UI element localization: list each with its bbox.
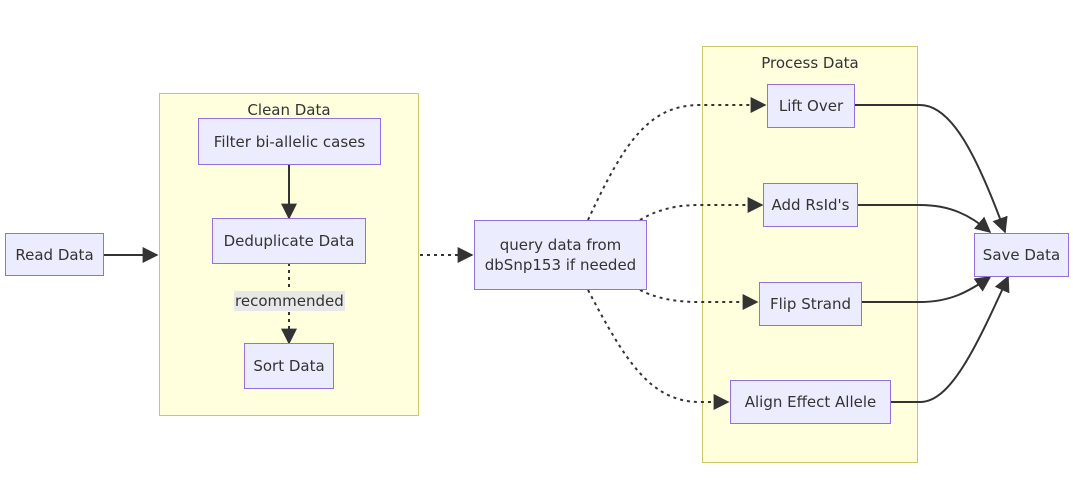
node-deduplicate-data[interactable]: Deduplicate Data xyxy=(212,218,366,264)
node-add-rsids[interactable]: Add RsId's xyxy=(763,183,858,227)
cluster-process-data-title: Process Data xyxy=(761,54,859,72)
node-query-dbsnp-line2: dbSnp153 if needed xyxy=(484,256,637,274)
node-save-data-label: Save Data xyxy=(982,246,1061,264)
node-read-data-label: Read Data xyxy=(15,245,94,264)
edge-flip-to-save xyxy=(862,276,992,303)
node-filter-bi-allelic-label: Filter bi-allelic cases xyxy=(213,132,366,151)
node-filter-bi-allelic[interactable]: Filter bi-allelic cases xyxy=(198,118,381,165)
edge-lift-to-save xyxy=(855,104,1008,234)
node-deduplicate-data-label: Deduplicate Data xyxy=(223,232,355,250)
edge-label-recommended: recommended xyxy=(234,291,345,311)
node-save-data[interactable]: Save Data xyxy=(974,233,1069,277)
edge-query-to-lift xyxy=(587,97,767,221)
node-lift-over-label: Lift Over xyxy=(778,97,844,115)
node-align-effect-allele[interactable]: Align Effect Allele xyxy=(730,380,891,424)
edge-query-to-flip xyxy=(639,289,759,310)
node-flip-strand[interactable]: Flip Strand xyxy=(759,282,862,326)
node-add-rsids-label: Add RsId's xyxy=(771,196,850,214)
node-flip-strand-label: Flip Strand xyxy=(769,295,852,313)
node-sort-data[interactable]: Sort Data xyxy=(244,343,334,389)
node-align-effect-allele-label: Align Effect Allele xyxy=(744,393,877,411)
edge-query-to-rsid xyxy=(639,197,764,221)
node-read-data[interactable]: Read Data xyxy=(5,233,104,276)
node-lift-over[interactable]: Lift Over xyxy=(767,84,855,128)
edge-rsid-to-save xyxy=(858,204,992,234)
edge-align-to-save xyxy=(890,275,1010,403)
node-query-dbsnp[interactable]: query data from dbSnp153 if needed xyxy=(474,220,647,290)
cluster-clean-data-title: Clean Data xyxy=(247,101,331,119)
edge-query-to-align xyxy=(587,289,730,410)
node-sort-data-label: Sort Data xyxy=(253,357,325,375)
node-query-dbsnp-line1: query data from xyxy=(499,236,622,254)
